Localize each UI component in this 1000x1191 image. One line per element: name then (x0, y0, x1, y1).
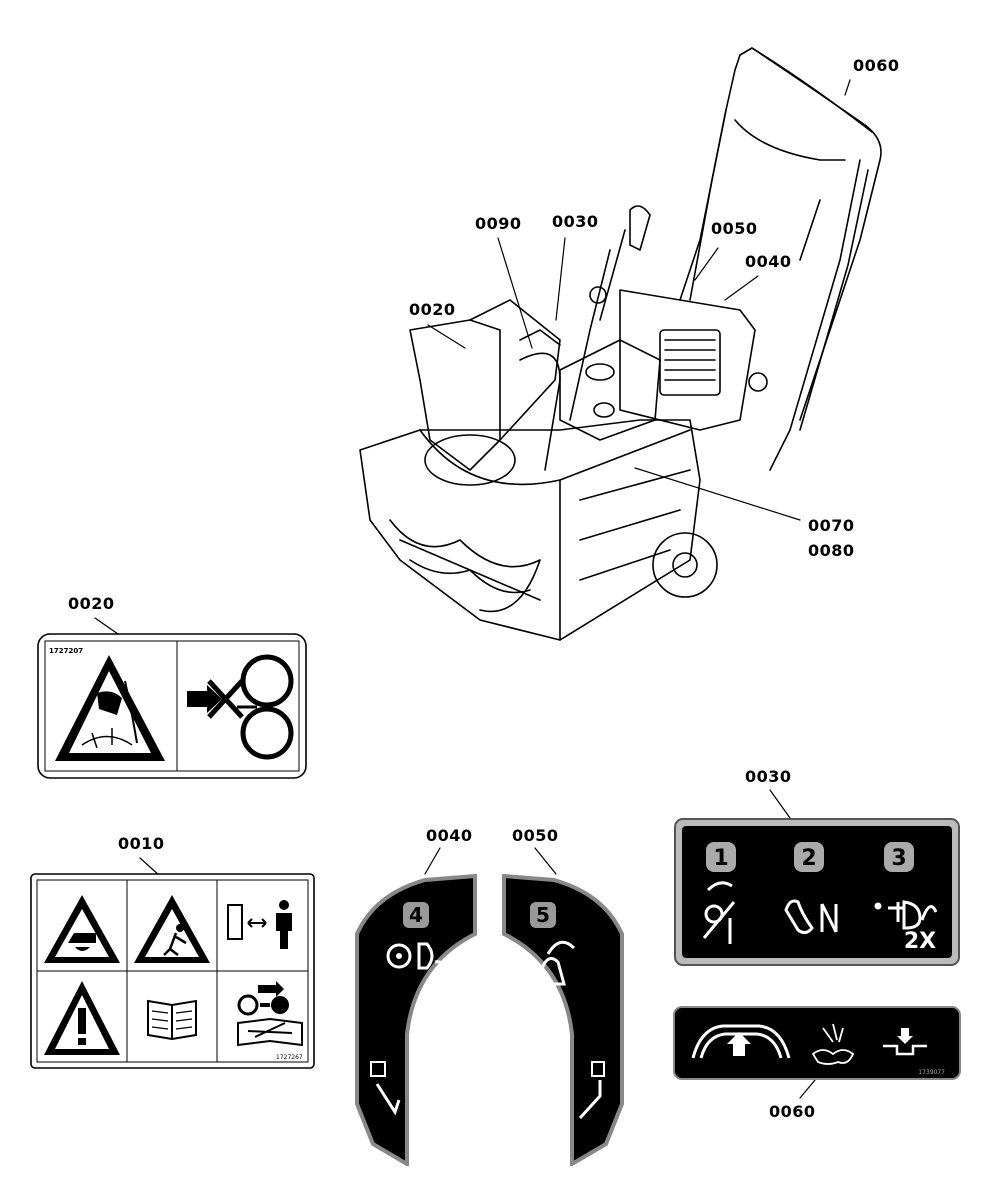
decal-0010-code: 1727267 (276, 1054, 303, 1061)
arrow-return-icon (578, 1061, 605, 1120)
keep-distance-icon (227, 900, 292, 949)
choke-primer-icon (386, 942, 446, 977)
arrow-down-icon (370, 1061, 401, 1116)
svg-text:1: 1 (713, 846, 728, 871)
callout-0050-decal: 0050 (512, 826, 559, 845)
decal-0010: 1727267 (30, 873, 315, 1069)
svg-text:2: 2 (801, 846, 816, 871)
remove-key-manual-icon (237, 981, 303, 1047)
callout-0080: 0080 (808, 541, 855, 560)
wheel (652, 532, 718, 598)
decal-0040: 4 (355, 874, 477, 1166)
callout-0070: 0070 (808, 516, 855, 535)
callout-0020-decal: 0020 (68, 594, 115, 613)
decal-0060: 1739077 (673, 1006, 961, 1080)
decal-0020-code: 1727207 (49, 647, 83, 655)
callout-0030-decal: 0030 (745, 767, 792, 786)
callout-0040-dash: 0040 (745, 252, 792, 271)
step-badge-1: 1 (706, 842, 736, 872)
decal-0050-number: 5 (536, 903, 550, 927)
handle-upper-loop (739, 47, 882, 421)
callout-0040-decal: 0040 (426, 826, 473, 845)
callout-0060-handle: 0060 (853, 56, 900, 75)
callout-0020-chute: 0020 (409, 300, 456, 319)
manual-book-icon (147, 999, 197, 1041)
fuel-tank (559, 339, 661, 441)
primer-repeat-label: 2X (904, 929, 936, 954)
callout-0090: 0090 (475, 214, 522, 233)
decal-0040-number: 4 (409, 903, 423, 927)
callout-0010-decal: 0010 (118, 834, 165, 853)
pull-start-icon (533, 940, 576, 986)
decal-0020: 1727207 (37, 633, 307, 779)
decal-0050: 5 (502, 874, 624, 1166)
fuel-valve-icon (784, 899, 838, 935)
decal-0030: 1 2 3 2X (674, 818, 960, 966)
discharge-chute (409, 319, 501, 471)
auger-housing (359, 419, 701, 641)
step-badge-3: 3 (884, 842, 914, 872)
auger-engage-icon (811, 1023, 855, 1065)
callout-0030-chute: 0030 (552, 212, 599, 231)
no-hands-auger-icon (187, 654, 294, 760)
on-off-switch-icon (702, 881, 736, 944)
push-down-icon (883, 1044, 927, 1056)
svg-text:3: 3 (891, 846, 906, 871)
callout-0050-dash: 0050 (711, 219, 758, 238)
callout-0060-decal: 0060 (769, 1102, 816, 1121)
step-badge-2: 2 (794, 842, 824, 872)
engine-housing (619, 289, 756, 431)
auger (389, 519, 541, 613)
primer-bulb-icon (874, 900, 938, 930)
decal-0060-code: 1739077 (918, 1069, 945, 1076)
